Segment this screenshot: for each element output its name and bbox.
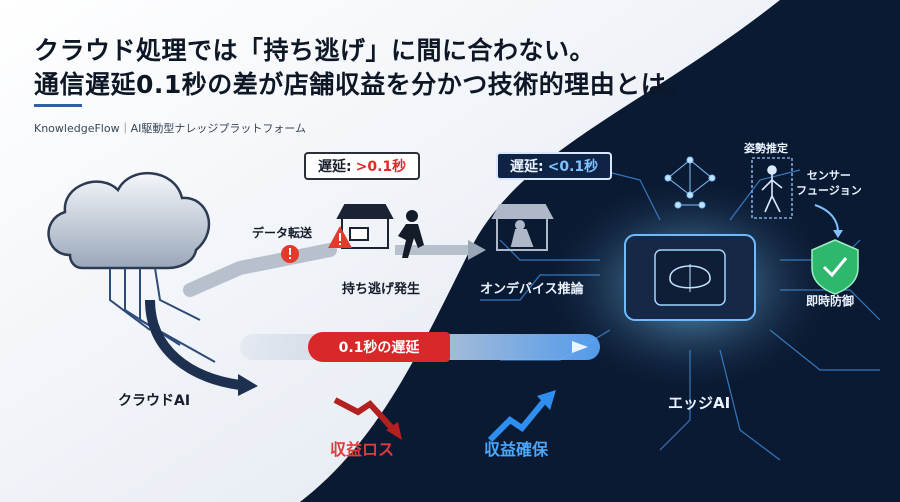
data-transfer-label: データ転送 [252, 226, 313, 240]
data-transfer-path [183, 243, 337, 297]
cloud-ai-label: クラウドAI [118, 393, 191, 409]
cloud-delay-bubble: 遅延: >0.1秒 [304, 152, 421, 180]
latency-beam-arrowhead [572, 341, 588, 353]
data-path-arrowhead [468, 240, 486, 260]
store-icon-edge [491, 204, 554, 251]
pose-estimation-label: 姿勢推定 [744, 142, 788, 155]
instant-defense-label: 即時防御 [806, 294, 855, 308]
cloud-delay-prefix: 遅延: [318, 159, 352, 175]
title-line-1: クラウド処理では「持ち逃げ」に間に合わない。 [34, 36, 596, 65]
thief-icon [398, 210, 424, 258]
neural-net-icon [664, 156, 716, 209]
pose-estimation-icon [751, 157, 793, 219]
sensor-fusion-label: センサー フュージョン [796, 168, 862, 198]
title-line-2: 通信遅延0.1秒の差が店舗収益を分かつ技術的理由とは。 [34, 70, 692, 99]
store-icon-cloud [336, 204, 394, 249]
edge-delay-prefix: 遅延: [510, 159, 544, 175]
shield-icon [811, 239, 859, 295]
sensor-fusion-line-2: フュージョン [796, 184, 862, 197]
event-label: 持ち逃げ発生 [342, 282, 421, 297]
delay-bar: 0.1秒の遅延 [308, 332, 450, 362]
cloud-icon [47, 171, 216, 363]
sensor-fusion-line-1: センサー [806, 169, 851, 182]
cloud-output-arrow [145, 299, 241, 390]
cloud-delay-value: >0.1秒 [355, 159, 407, 175]
title-underline [34, 104, 82, 107]
brand-label: KnowledgeFlow｜AI駆動型ナレッジプラットフォーム [34, 122, 307, 135]
revenue-secured-label: 収益確保 [484, 440, 549, 459]
sensor-arrow-icon [814, 204, 839, 233]
page-title: クラウド処理では「持ち逃げ」に間に合わない。 通信遅延0.1秒の差が店舗収益を分… [34, 34, 692, 102]
warning-triangle-icon [328, 226, 352, 248]
edge-delay-bubble: 遅延: <0.1秒 [496, 152, 613, 180]
revenue-loss-label: 収益ロス [330, 440, 395, 459]
revenue-gain-arrow [487, 398, 548, 443]
edge-ai-label: エッジAI [668, 394, 731, 412]
ai-chip-icon [624, 234, 756, 321]
edge-delay-value: <0.1秒 [547, 159, 599, 175]
on-device-inference-label: オンデバイス推論 [480, 282, 584, 297]
revenue-loss-arrow [333, 397, 395, 431]
alert-circle-icon [281, 245, 299, 263]
